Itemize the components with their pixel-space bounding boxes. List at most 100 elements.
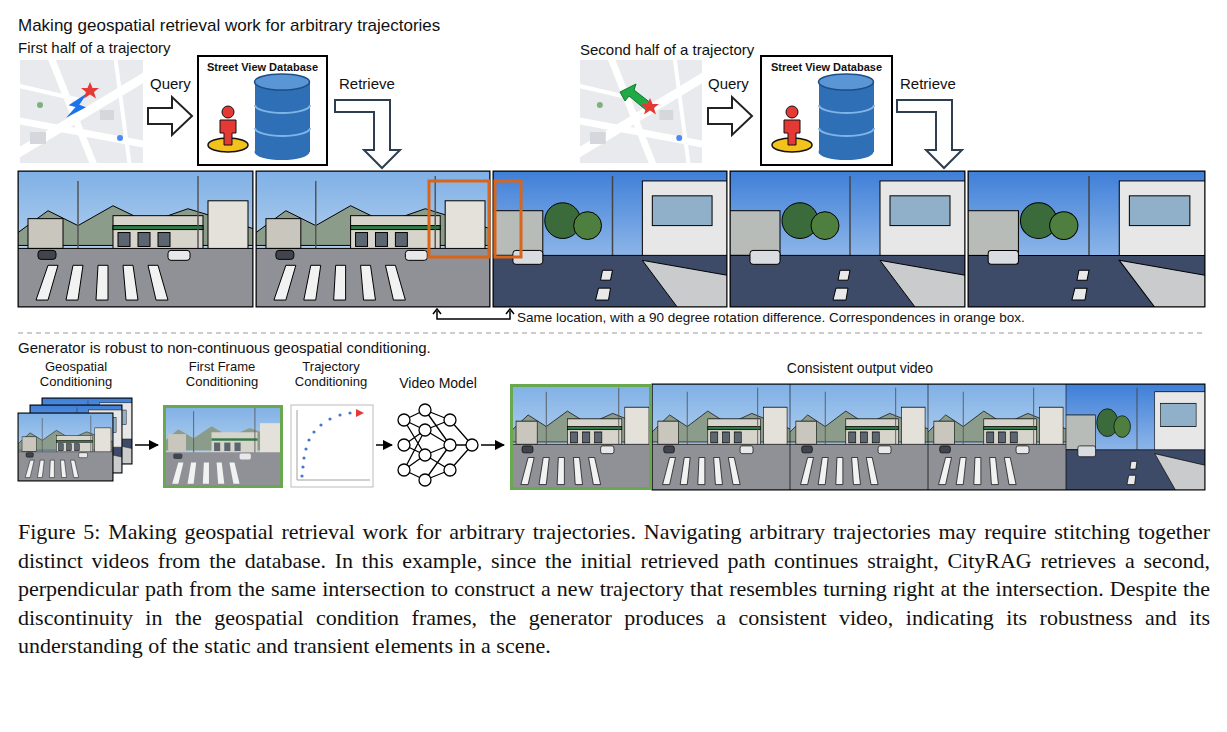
query-arrow-part bbox=[148, 97, 192, 135]
correspondence-box-part bbox=[495, 181, 521, 257]
output-frames-part bbox=[928, 384, 1066, 490]
database-icon-part bbox=[819, 74, 874, 90]
retrieved-frames-part bbox=[18, 171, 253, 307]
query-arrow bbox=[148, 97, 752, 135]
correspondence-box bbox=[429, 181, 521, 257]
first-frame bbox=[163, 405, 283, 488]
neural-net-icon-part bbox=[404, 410, 472, 480]
database-icon bbox=[208, 74, 310, 160]
retrieved-frames bbox=[18, 171, 1205, 307]
small-arrow-part bbox=[481, 444, 504, 446]
neural-net-icon-part bbox=[466, 439, 478, 451]
map-top-left-part bbox=[81, 82, 99, 99]
output-frames-part bbox=[652, 384, 1205, 490]
input-label: Trajectory Conditioning bbox=[284, 360, 378, 390]
retrieved-frames-part bbox=[493, 171, 727, 307]
neural-net-icon-part bbox=[419, 424, 431, 436]
database-box: Street View Database bbox=[760, 55, 893, 166]
output-frames-part bbox=[790, 384, 928, 490]
trajectory-plot-part-part bbox=[348, 411, 351, 414]
bracket-part bbox=[437, 311, 510, 319]
database-box: Street View Database bbox=[197, 55, 328, 166]
box-title: Street View Database bbox=[207, 58, 318, 73]
retrieved-frames-part bbox=[256, 171, 490, 307]
trajectory-plot-part-part bbox=[338, 413, 341, 416]
arrow-label: Query bbox=[708, 75, 749, 92]
trajectory-plot-part-part bbox=[307, 438, 310, 441]
arrow-label: Retrieve bbox=[339, 75, 395, 92]
map-top-right-part bbox=[641, 98, 659, 115]
neural-net-icon-part bbox=[444, 439, 456, 451]
small-arrow-part bbox=[376, 444, 392, 446]
map-top-left bbox=[15, 55, 148, 168]
retrieved-frames-part bbox=[968, 171, 1205, 307]
retrieved-frames-part bbox=[493, 171, 727, 307]
database-icon-part bbox=[784, 120, 800, 145]
neural-net-icon-part bbox=[419, 449, 431, 461]
trajectory-plot-part-part bbox=[301, 465, 304, 468]
trajectory-plot-part-part bbox=[300, 474, 303, 477]
database-icon-part bbox=[255, 82, 310, 152]
box-title: Street View Database bbox=[771, 58, 882, 73]
database-icon-part bbox=[255, 105, 310, 136]
map-top-right-part bbox=[575, 55, 707, 168]
input-label: Geospatial Conditioning bbox=[28, 360, 124, 390]
neural-net-icon-part bbox=[398, 464, 410, 476]
neural-net-icon-part bbox=[398, 414, 410, 426]
retrieved-frames-part bbox=[968, 171, 1205, 307]
section-label: Generator is robust to non-continuous ge… bbox=[18, 339, 431, 356]
correspondence-box-part bbox=[429, 181, 489, 257]
neural-net-icon-part bbox=[398, 439, 410, 451]
section-label: First half of a trajectory bbox=[18, 39, 171, 56]
output-frames-part bbox=[512, 386, 651, 489]
figure-heading: Making geospatial retrieval work for arb… bbox=[18, 16, 440, 36]
retrieve-arrow-part bbox=[897, 100, 962, 168]
retrieved-frames-part bbox=[256, 171, 490, 307]
output-label: Consistent output video bbox=[770, 360, 950, 376]
trajectory-plot-part-part bbox=[312, 430, 315, 433]
geospatial-stack-part bbox=[18, 413, 113, 481]
database-icon-part bbox=[255, 144, 310, 160]
retrieved-frames-part bbox=[730, 171, 965, 307]
arrow-label: Query bbox=[150, 75, 191, 92]
trajectory-plot-part-part bbox=[319, 423, 322, 426]
divider bbox=[18, 333, 1205, 334]
output-frames-part bbox=[652, 384, 790, 490]
neural-net-icon-part bbox=[419, 404, 431, 416]
database-icon-part bbox=[786, 106, 798, 118]
database-icon-part bbox=[255, 74, 310, 90]
first-frame-part bbox=[163, 405, 283, 488]
neural-net-icon bbox=[398, 404, 478, 486]
database-icon bbox=[772, 74, 874, 160]
database-icon-part bbox=[819, 144, 874, 160]
bracket-part bbox=[433, 309, 514, 314]
bracket bbox=[433, 309, 514, 319]
database-icon-part bbox=[819, 82, 874, 152]
small-arrow-part bbox=[135, 444, 158, 446]
retrieve-arrow bbox=[335, 100, 962, 168]
database-icon-part bbox=[222, 106, 234, 118]
trajectory-plot-part-part bbox=[304, 447, 307, 450]
figure-caption: Figure 5: Making geospatial retrieval wo… bbox=[18, 518, 1210, 661]
trajectory-plot-part bbox=[297, 410, 370, 480]
geospatial-stack-part bbox=[18, 413, 113, 481]
map-top-left-part bbox=[15, 55, 148, 168]
trajectory-plot-part bbox=[300, 411, 351, 477]
annotation-note: Same location, with a 90 degree rotation… bbox=[517, 310, 1025, 326]
map-top-right bbox=[575, 55, 707, 168]
first-frame-part bbox=[165, 407, 282, 487]
query-arrow-part bbox=[708, 97, 752, 135]
neural-net-icon-part bbox=[419, 474, 431, 486]
output-frames-part bbox=[510, 384, 652, 490]
retrieved-frames-part bbox=[18, 171, 253, 307]
database-icon-part bbox=[220, 120, 236, 145]
output-frames-part bbox=[1066, 384, 1205, 490]
model-label: Video Model bbox=[396, 375, 480, 391]
arrow-label: Retrieve bbox=[900, 75, 956, 92]
retrieve-arrow-part bbox=[335, 100, 400, 168]
trajectory-plot-part-part bbox=[328, 417, 331, 420]
trajectory-plot-part bbox=[356, 409, 364, 417]
neural-net-icon-part bbox=[444, 464, 456, 476]
trajectory-plot-part-part bbox=[302, 456, 305, 459]
